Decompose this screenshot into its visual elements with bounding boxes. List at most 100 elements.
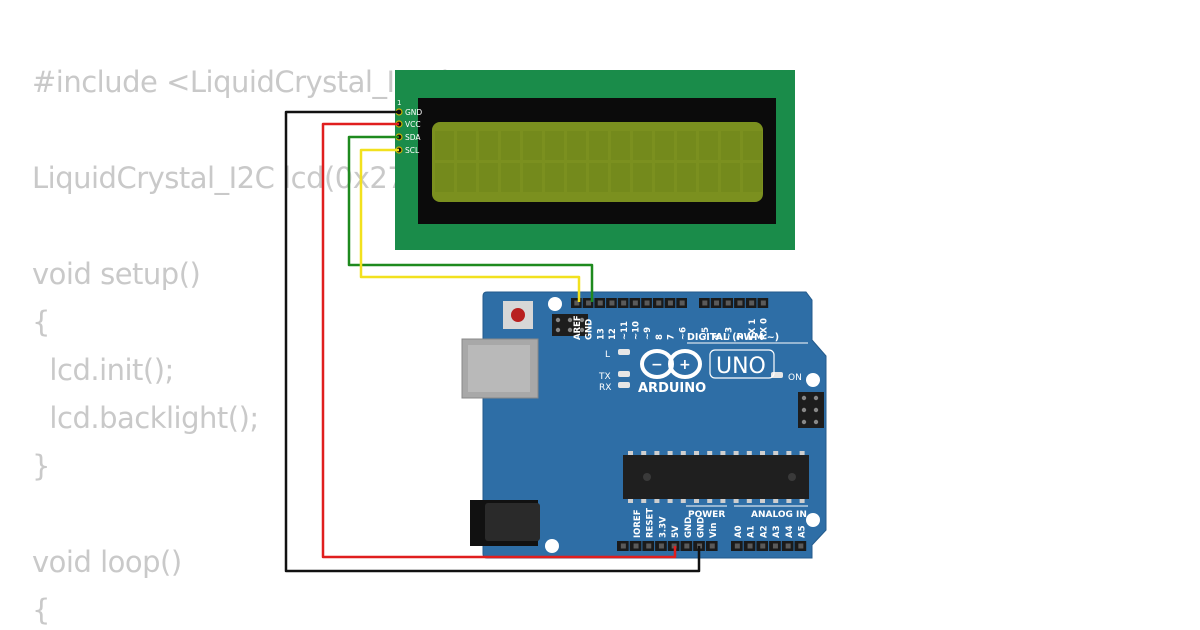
infinity-minus: −	[651, 357, 663, 373]
lcd-character-grid	[434, 130, 764, 194]
chip-leg	[707, 451, 713, 455]
header-pin-hole	[658, 543, 664, 549]
code-line: {	[32, 305, 50, 339]
digital-pin-label: ~10	[632, 321, 642, 340]
header-pin-hole	[785, 543, 791, 549]
power-pin-label: 5V	[671, 525, 681, 538]
code-line: }	[32, 449, 50, 483]
header-pin-hole	[667, 300, 673, 306]
power-pin-label: IOREF	[633, 509, 643, 538]
mounting-hole	[545, 539, 559, 553]
chip-leg	[654, 451, 660, 455]
header-pin-hole	[632, 300, 638, 306]
analog-pin-label: A0	[734, 525, 744, 538]
infinity-icon	[640, 349, 702, 379]
lcd-module[interactable]: 1 GND VCC SDA SCL	[395, 70, 795, 250]
chip-leg	[680, 451, 686, 455]
power-header-label: POWER	[688, 510, 725, 520]
power-pin-label: GND	[697, 517, 707, 538]
header-pin-hole	[760, 543, 766, 549]
atmega-chip	[623, 451, 809, 503]
uno-badge	[709, 349, 775, 379]
power-pin-label: 3.3V	[658, 516, 668, 538]
digital-header-label: DIGITAL (PWM ~)	[687, 332, 779, 343]
led-rx-label: RX	[599, 383, 611, 393]
lcd-pin-label-gnd: GND	[405, 108, 422, 117]
chip-leg	[746, 499, 752, 503]
chip-leg	[694, 451, 699, 455]
chip-leg	[773, 451, 779, 455]
header-pin-hole	[656, 300, 662, 306]
chip-leg	[786, 451, 792, 455]
header-pin-hole	[702, 300, 708, 306]
lcd-pin-label-vcc: VCC	[405, 120, 421, 129]
header-pin-hole	[725, 300, 731, 306]
power-jack-inner	[485, 503, 540, 541]
code-line: void loop()	[32, 545, 182, 579]
digital-pin-label: GND	[585, 319, 595, 340]
chip-leg	[641, 451, 647, 455]
lcd-pin-label-scl: SCL	[405, 146, 420, 155]
header-pin-hole	[734, 543, 740, 549]
digital-pin-label: AREF	[573, 315, 583, 340]
mounting-hole	[806, 513, 820, 527]
wires	[284, 110, 701, 573]
header-pin-hole	[633, 543, 639, 549]
code-line: void setup()	[32, 257, 201, 291]
digital-pin-label: RX 0	[760, 318, 770, 340]
power-pin-label: RESET	[646, 508, 656, 538]
wire-vcc	[321, 122, 677, 559]
code-line: {	[32, 593, 50, 627]
digital-pin-label: 13	[596, 328, 606, 340]
lcd-pin-label-sda: SDA	[405, 133, 421, 142]
chip-leg	[680, 499, 686, 503]
reset-button[interactable]	[511, 308, 525, 322]
header-pin-hole	[714, 300, 720, 306]
chip-leg	[760, 499, 765, 503]
analog-pin-label: A2	[759, 525, 769, 538]
arduino-brand: ARDUINO	[638, 381, 706, 396]
header-pin-hole	[798, 543, 804, 549]
chip-leg	[667, 451, 673, 455]
led-rx	[618, 382, 630, 388]
chip-leg	[799, 499, 805, 503]
header-pin-hole	[709, 543, 715, 549]
wire-scl	[359, 148, 581, 302]
digital-pin-label: 8	[655, 334, 665, 340]
wire-sda	[347, 135, 594, 302]
led-l	[618, 349, 630, 355]
power-pin-label: Vin	[709, 523, 719, 538]
header-pin-hole	[747, 543, 753, 549]
header-pin-hole	[586, 300, 592, 306]
chip-leg	[720, 499, 726, 503]
wire-gnd	[284, 110, 701, 573]
header-pin-hole	[620, 543, 626, 549]
code-line: lcd.backlight();	[32, 401, 259, 435]
header-pin-hole	[644, 300, 650, 306]
header-pin-hole	[684, 543, 690, 549]
arduino-logo: − + ARDUINO UNO	[638, 349, 775, 396]
chip-leg	[628, 451, 633, 455]
header-pin-hole	[646, 543, 652, 549]
chip-leg	[654, 499, 660, 503]
chip-leg	[720, 451, 726, 455]
chip-leg	[799, 451, 805, 455]
chip-leg	[773, 499, 779, 503]
code-line: lcd.init();	[32, 353, 174, 387]
uno-label: UNO	[716, 354, 766, 379]
usb-port-inner	[468, 345, 530, 392]
chip-leg	[786, 499, 792, 503]
led-tx	[618, 371, 630, 377]
header-pin-hole	[609, 300, 615, 306]
header-pin-hole	[679, 300, 685, 306]
digital-pin-label: ~5	[701, 327, 711, 340]
analog-pin-label: A4	[785, 525, 795, 538]
analog-header-label: ANALOG IN	[751, 510, 807, 520]
digital-pin-label: 7	[667, 334, 677, 340]
chip-leg	[733, 451, 739, 455]
digital-pin-label: TX 1	[748, 319, 758, 340]
